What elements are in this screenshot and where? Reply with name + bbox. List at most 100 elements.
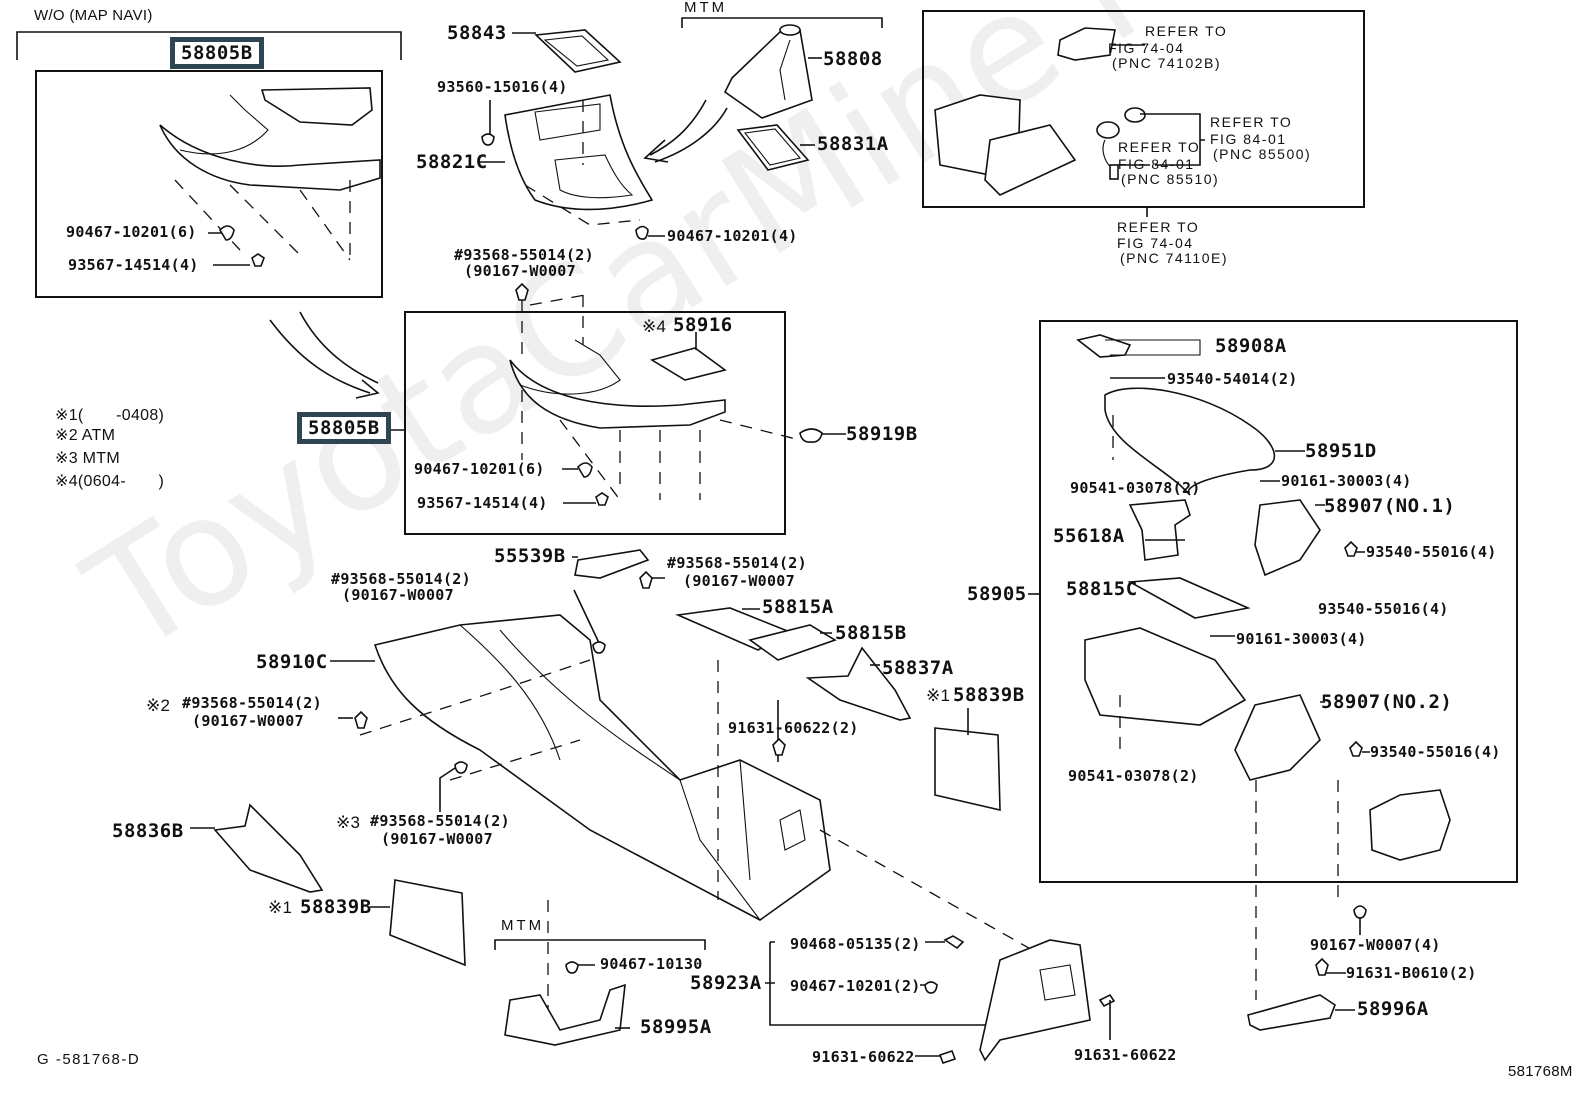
reference-85500-line1: REFER TO bbox=[1210, 114, 1293, 130]
part-label-90467-10201-2[interactable]: 90467-10201(2) bbox=[790, 977, 921, 995]
reference-85510-line2[interactable]: FIG 84-01 bbox=[1118, 156, 1195, 172]
reference-85510-line3: (PNC 85510) bbox=[1121, 171, 1220, 187]
part-label-93568-55014-mid-left[interactable]: #93568-55014(2) bbox=[331, 570, 471, 588]
part-label-58805B-mid[interactable]: 58805B bbox=[297, 412, 391, 444]
part-label-93568-55014-mtm[interactable]: #93568-55014(2) bbox=[370, 812, 510, 830]
shift-bezel-58843 bbox=[534, 29, 622, 73]
part-label-58839B-left[interactable]: 58839B bbox=[300, 896, 372, 918]
part-label-93568-55014-mid-right[interactable]: #93568-55014(2) bbox=[667, 554, 807, 572]
part-label-58995A[interactable]: 58995A bbox=[640, 1016, 712, 1038]
figure-id-left: G -581768-D bbox=[37, 1051, 141, 1068]
arrow-icon bbox=[269, 311, 379, 394]
group-bracket-wo-map-navi bbox=[16, 31, 402, 60]
panel-58923A bbox=[979, 939, 1091, 1062]
part-label-90167-W0007-mtm[interactable]: (90167-W0007 bbox=[381, 830, 493, 848]
part-label-58805B-top[interactable]: 58805B bbox=[170, 37, 264, 69]
part-prefix-58839B-left: ※1 bbox=[268, 898, 293, 917]
part-label-58919B[interactable]: 58919B bbox=[846, 423, 918, 445]
part-label-91631-60622-b[interactable]: 91631-60622 bbox=[1074, 1046, 1177, 1064]
group-bracket-mtm-bottom bbox=[494, 939, 706, 950]
trim-58836B bbox=[213, 803, 324, 893]
box-58805B-top bbox=[35, 70, 383, 298]
part-label-55618A[interactable]: 55618A bbox=[1053, 525, 1125, 547]
box-armrest-58905 bbox=[1039, 320, 1518, 883]
part-label-90161-30003-a[interactable]: 90161-30003(4) bbox=[1281, 472, 1412, 490]
part-label-93540-55016-c[interactable]: 93540-55016(4) bbox=[1370, 743, 1501, 761]
part-label-58905[interactable]: 58905 bbox=[967, 583, 1027, 605]
part-label-91631-B0610[interactable]: 91631-B0610(2) bbox=[1346, 964, 1477, 982]
reference-74102B-line3: (PNC 74102B) bbox=[1112, 55, 1222, 71]
mat-58815B bbox=[748, 624, 837, 661]
part-label-90541-03078-b[interactable]: 90541-03078(2) bbox=[1068, 767, 1199, 785]
part-label-90468-05135[interactable]: 90468-05135(2) bbox=[790, 935, 921, 953]
trim-58837A bbox=[805, 646, 912, 721]
reference-74110E-line1: REFER TO bbox=[1117, 219, 1200, 235]
part-label-58996A[interactable]: 58996A bbox=[1357, 998, 1429, 1020]
reference-85510-line1: REFER TO bbox=[1118, 139, 1201, 155]
part-label-90467-10201[interactable]: 90467-10201(6) bbox=[66, 223, 197, 241]
part-label-93540-55016-a[interactable]: 93540-55016(4) bbox=[1366, 543, 1497, 561]
group-bracket-mtm-top bbox=[681, 17, 883, 28]
accessory-socket-assembly bbox=[934, 27, 1146, 196]
part-label-90167-W0007-top[interactable]: (90167-W0007 bbox=[464, 262, 576, 280]
bracket-58996A bbox=[1247, 994, 1336, 1031]
part-label-93568-55014-atm[interactable]: #93568-55014(2) bbox=[182, 694, 322, 712]
part-label-58815B[interactable]: 58815B bbox=[835, 622, 907, 644]
part-prefix-58839B-right: ※1 bbox=[926, 686, 951, 705]
part-label-58951D[interactable]: 58951D bbox=[1305, 440, 1377, 462]
armrest-parts bbox=[1076, 334, 1451, 1000]
reference-85500-line2[interactable]: FIG 84-01 bbox=[1210, 131, 1287, 147]
part-label-58843[interactable]: 58843 bbox=[447, 22, 507, 44]
part-label-55539B[interactable]: 55539B bbox=[494, 545, 566, 567]
part-label-90467-10201-4[interactable]: 90467-10201(4) bbox=[667, 227, 798, 245]
part-label-93568-55014-top[interactable]: #93568-55014(2) bbox=[454, 246, 594, 264]
part-label-91631-60622-a[interactable]: 91631-60622 bbox=[812, 1048, 915, 1066]
reference-74102B-line1: REFER TO bbox=[1145, 23, 1228, 39]
bracket-58995A bbox=[504, 983, 626, 1046]
console-cupholder-part-a bbox=[159, 87, 381, 267]
part-label-58837A[interactable]: 58837A bbox=[882, 657, 954, 679]
part-label-90541-03078-a[interactable]: 90541-03078(2) bbox=[1070, 479, 1201, 497]
part-label-58821C[interactable]: 58821C bbox=[416, 151, 488, 173]
group-label-wo-map-navi: W/O (MAP NAVI) bbox=[34, 7, 153, 24]
part-label-90167-W0007-mid-left[interactable]: (90167-W0007 bbox=[342, 586, 454, 604]
part-label-58916[interactable]: 58916 bbox=[673, 314, 733, 336]
part-label-58815A[interactable]: 58815A bbox=[762, 596, 834, 618]
part-label-90167-W0007-4[interactable]: 90167-W0007(4) bbox=[1310, 936, 1441, 954]
part-label-58923A[interactable]: 58923A bbox=[690, 972, 762, 994]
part-label-58839B-right[interactable]: 58839B bbox=[953, 684, 1025, 706]
part-label-90167-W0007-atm[interactable]: (90167-W0007 bbox=[192, 712, 304, 730]
group-label-mtm-top: MTM bbox=[684, 0, 728, 16]
part-label-58907-no1[interactable]: 58907(NO.1) bbox=[1324, 495, 1456, 517]
part-label-93567-14514-b[interactable]: 93567-14514(4) bbox=[417, 494, 548, 512]
part-label-90161-30003-b[interactable]: 90161-30003(4) bbox=[1236, 630, 1367, 648]
shift-panel-58821C bbox=[504, 94, 654, 226]
part-label-58907-no2[interactable]: 58907(NO.2) bbox=[1321, 691, 1453, 713]
part-label-93540-55016-b[interactable]: 93540-55016(4) bbox=[1318, 600, 1449, 618]
box-58805B-mid bbox=[404, 311, 786, 535]
part-label-90467-10130[interactable]: 90467-10130 bbox=[600, 955, 703, 973]
part-label-90167-W0007-mid-right[interactable]: (90167-W0007 bbox=[683, 572, 795, 590]
part-prefix-93568-mtm: ※3 bbox=[336, 813, 361, 832]
part-prefix-93568-atm: ※2 bbox=[146, 696, 171, 715]
part-label-58836B[interactable]: 58836B bbox=[112, 820, 184, 842]
part-label-58831A[interactable]: 58831A bbox=[817, 133, 889, 155]
part-label-58808[interactable]: 58808 bbox=[823, 48, 883, 70]
pad-58839B-right bbox=[934, 727, 1001, 812]
part-label-58815C[interactable]: 58815C bbox=[1066, 578, 1138, 600]
part-label-58908A[interactable]: 58908A bbox=[1215, 335, 1287, 357]
footnote-3: ※3 MTM bbox=[55, 450, 120, 467]
footnote-1: ※1( -0408) bbox=[55, 407, 165, 424]
reference-74102B-line2[interactable]: FIG 74-04 bbox=[1108, 40, 1185, 56]
part-label-93567-14514[interactable]: 93567-14514(4) bbox=[68, 256, 199, 274]
shift-boot-58808 bbox=[723, 24, 813, 119]
part-label-91631-60622-2[interactable]: 91631-60622(2) bbox=[728, 719, 859, 737]
part-label-90467-10201-6b[interactable]: 90467-10201(6) bbox=[414, 460, 545, 478]
console-box-58910C bbox=[359, 614, 1051, 961]
part-label-58910C[interactable]: 58910C bbox=[256, 651, 328, 673]
box-reference-accessories bbox=[922, 10, 1365, 208]
part-label-93560-15016[interactable]: 93560-15016(4) bbox=[437, 78, 568, 96]
part-label-93540-54014[interactable]: 93540-54014(2) bbox=[1167, 370, 1298, 388]
reference-74110E-line2[interactable]: FIG 74-04 bbox=[1117, 235, 1194, 251]
